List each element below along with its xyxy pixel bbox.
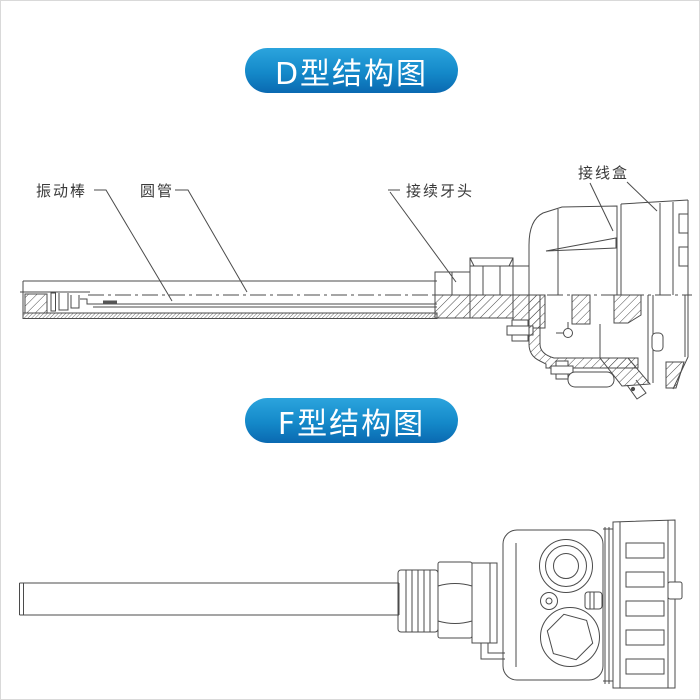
f-rod-drawing	[19, 582, 400, 616]
d-type-header: D型结构图	[245, 48, 458, 93]
f-type-header-label: F型结构图	[277, 406, 426, 442]
f-indicator	[540, 592, 558, 610]
f-thread-neck-drawing	[397, 561, 505, 660]
d-diagram: 振动棒 圆管 接续牙头 接线盒	[20, 164, 692, 400]
f-housing-drawing	[502, 529, 604, 681]
d-leader-lines	[94, 181, 658, 302]
d-junction-box-drawing	[528, 199, 689, 400]
d-tube-drawing	[20, 280, 692, 319]
f-type-header: F型结构图	[245, 398, 458, 443]
f-hex-plug	[540, 607, 600, 667]
label-junction-box: 接线盒	[578, 164, 629, 182]
f-diagram	[19, 519, 683, 689]
f-cable-gland-top	[539, 539, 593, 593]
d-bolt-left	[506, 319, 534, 342]
d-type-header-label: D型结构图	[274, 56, 429, 92]
label-vibration-rod: 振动棒	[36, 182, 87, 200]
f-ribbed-cap-drawing	[603, 519, 683, 689]
label-round-tube: 圆管	[140, 182, 174, 200]
label-connection-thread-head: 接续牙头	[406, 182, 474, 200]
f-side-latch	[584, 591, 603, 610]
f-cap-latch	[667, 581, 683, 600]
